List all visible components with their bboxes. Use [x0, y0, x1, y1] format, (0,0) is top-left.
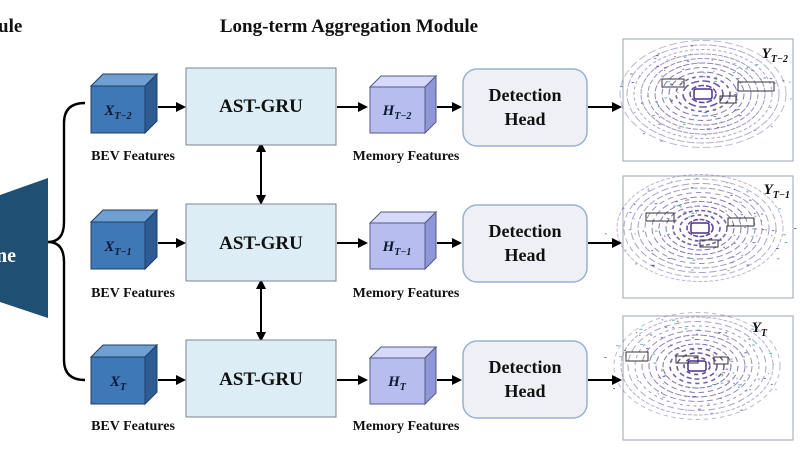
output-subscript: T−1	[773, 190, 790, 201]
row-t-minus-2: XT−2 BEV Features AST-GRU HT−2 Memory Fe…	[89, 38, 794, 164]
bev-features-caption: BEV Features	[91, 149, 175, 164]
input-subscript: T−1	[114, 247, 131, 258]
ast-gru-block	[185, 339, 337, 418]
detection-head-label-line2: Head	[504, 245, 545, 265]
input-subscript: T	[120, 382, 127, 393]
backbone-label-fragment: ne	[0, 245, 16, 267]
detection-output-image: YT	[604, 312, 794, 441]
detection-head-label-line2: Head	[504, 381, 545, 401]
memory-features-caption: Memory Features	[353, 149, 460, 164]
svg-text:HT: HT	[387, 374, 407, 393]
output-symbol: Y	[752, 320, 763, 336]
detection-head-block	[462, 68, 588, 147]
input-symbol: X	[103, 239, 115, 255]
bev-features-caption: BEV Features	[91, 286, 175, 301]
diagram-title: Long-term Aggregation Module	[220, 16, 478, 37]
memory-symbol: H	[382, 103, 396, 119]
detection-output-image: YT−1	[604, 174, 797, 299]
ast-gru-label: AST-GRU	[219, 233, 303, 254]
ast-gru-block	[185, 203, 337, 282]
svg-text:YT−2: YT−2	[762, 46, 788, 65]
input-subscript: T−2	[114, 111, 131, 122]
svg-text:XT−1: XT−1	[103, 239, 131, 258]
svg-text:YT−1: YT−1	[764, 182, 790, 201]
bev-features-caption: BEV Features	[91, 419, 175, 434]
svg-text:HT−1: HT−1	[382, 239, 412, 258]
lidar-point-cloud	[604, 312, 781, 420]
output-symbol: Y	[762, 46, 773, 62]
memory-features-caption: Memory Features	[353, 286, 460, 301]
detection-head-label-line1: Detection	[489, 357, 562, 377]
bev-feature-cube: XT−1	[89, 208, 159, 271]
detection-head-label-line1: Detection	[489, 221, 562, 241]
detection-output-image: YT−2	[619, 38, 794, 162]
output-symbol: Y	[764, 182, 775, 198]
memory-subscript: T−2	[394, 111, 411, 122]
detection-head-label-line2: Head	[504, 109, 545, 129]
ast-gru-label: AST-GRU	[219, 369, 303, 390]
lidar-point-cloud	[604, 174, 797, 282]
row-t-minus-1: XT−1 BEV Features AST-GRU HT−1 Memory Fe…	[89, 174, 797, 301]
svg-text:YT: YT	[752, 320, 768, 339]
output-subscript: T−2	[771, 54, 788, 65]
svg-text:HT−2: HT−2	[382, 103, 412, 122]
branch-brace	[47, 101, 86, 382]
row-t: XT BEV Features AST-GRU HT Memory Featur…	[89, 312, 794, 441]
memory-feature-cube: HT−1	[368, 210, 438, 271]
memory-subscript: T	[400, 382, 407, 393]
output-subscript: T	[761, 328, 768, 339]
detection-head-label-line1: Detection	[489, 85, 562, 105]
memory-feature-cube: HT	[368, 345, 438, 406]
backbone-block	[0, 178, 48, 318]
memory-feature-cube: HT−2	[368, 74, 438, 135]
lidar-point-cloud	[619, 40, 792, 148]
input-symbol: X	[103, 103, 115, 119]
module-title-fragment: ule	[0, 16, 22, 37]
detection-head-block	[462, 204, 588, 283]
memory-symbol: H	[387, 374, 401, 390]
svg-text:XT−2: XT−2	[103, 103, 131, 122]
svg-text:XT: XT	[109, 374, 127, 393]
detection-head-block	[462, 340, 588, 419]
memory-subscript: T−1	[394, 247, 411, 258]
memory-symbol: H	[382, 239, 396, 255]
bev-feature-cube: XT−2	[89, 72, 159, 135]
ast-gru-block	[185, 67, 337, 146]
input-symbol: X	[109, 374, 121, 390]
memory-features-caption: Memory Features	[353, 419, 460, 434]
ast-gru-label: AST-GRU	[219, 96, 303, 117]
bev-feature-cube: XT	[89, 343, 159, 406]
